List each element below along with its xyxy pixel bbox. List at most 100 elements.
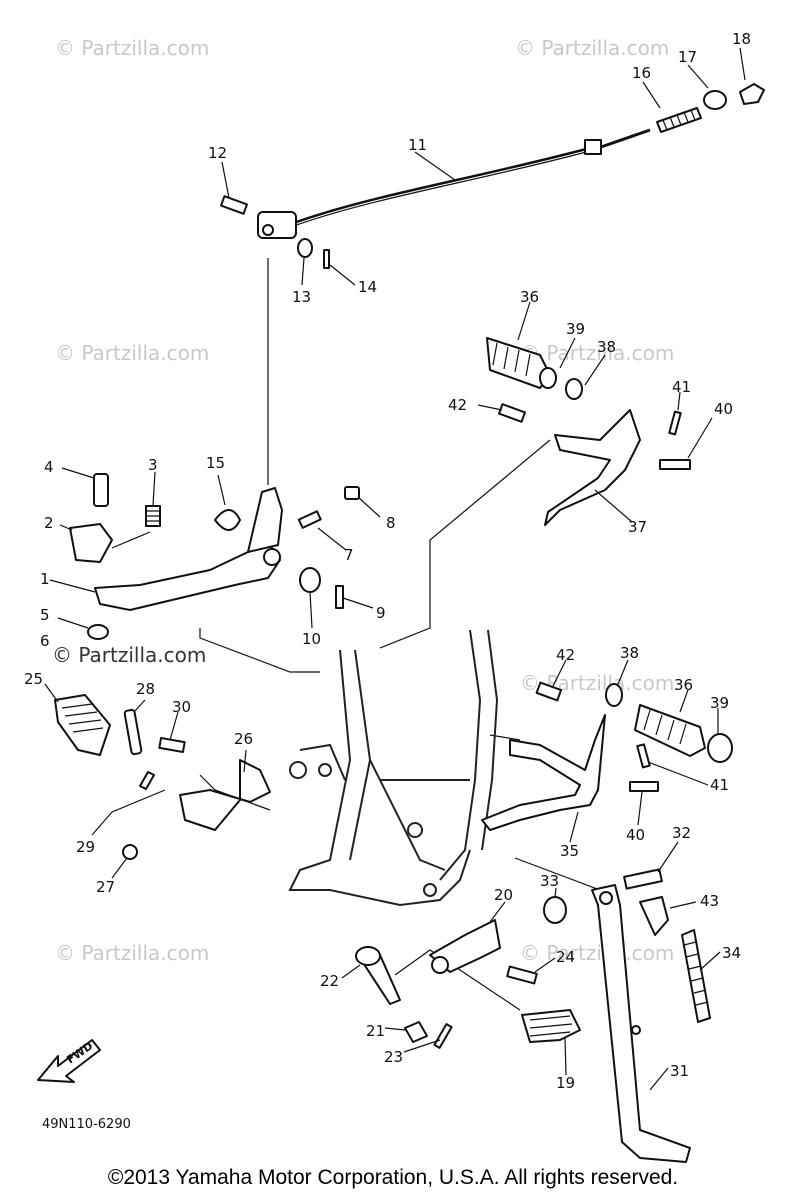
callout-21: 21 [366, 1022, 385, 1040]
frame-mount [318, 763, 332, 777]
brake-pedal-1 [94, 544, 281, 611]
drawing-code: 49N110-6290 [42, 1117, 131, 1132]
leader-line [649, 1067, 669, 1091]
footrest-19-teeth [529, 1015, 573, 1037]
callout-36: 36 [674, 676, 693, 694]
leader-line [594, 489, 633, 523]
guide-line [394, 949, 521, 1011]
leader-line [517, 301, 531, 341]
callout-17: 17 [678, 48, 697, 66]
leader-line [617, 659, 629, 685]
callout-33: 33 [540, 872, 559, 890]
callout-42: 42 [556, 646, 575, 664]
bolt-30 [158, 736, 186, 754]
leader-line [243, 749, 247, 773]
nut-8 [344, 486, 360, 500]
callout-1: 1 [40, 570, 50, 588]
watermark: © Partzilla.com [55, 36, 209, 60]
footpeg-pin-39 [707, 733, 733, 763]
callout-29: 29 [76, 838, 95, 856]
sidestand-pivot [599, 891, 613, 905]
leader-line [534, 957, 556, 973]
wing-nut-18 [739, 83, 765, 105]
leader-line [329, 264, 356, 286]
callout-34: 34 [722, 944, 741, 962]
leader-line [133, 699, 146, 713]
leader-line [739, 47, 746, 81]
callout-18: 18 [732, 30, 751, 48]
frame-tube [288, 649, 471, 907]
callout-43: 43 [700, 892, 719, 910]
footpeg-pin-39 [539, 367, 557, 389]
cable-joint-hole [262, 224, 274, 236]
leader-line [341, 964, 361, 979]
callout-40: 40 [626, 826, 645, 844]
bracket-pivot [431, 956, 449, 974]
leader-line [357, 496, 381, 518]
brake-cable-assembly [220, 83, 765, 269]
leader-line [477, 404, 503, 411]
spring-29 [139, 771, 155, 790]
leader-line [687, 417, 713, 459]
guide-line [199, 774, 271, 811]
fwd-arrow-icon [37, 1039, 101, 1083]
cotter-pin-9 [335, 585, 344, 609]
callout-41: 41 [710, 776, 729, 794]
watermark: © Partzilla.com [520, 941, 674, 965]
callout-16: 16 [632, 64, 651, 82]
sidestand-spring-hook [631, 1025, 641, 1035]
cable-adjuster [584, 139, 602, 155]
spring-21 [404, 1021, 428, 1043]
callout-36: 36 [520, 288, 539, 306]
leader-line [564, 1037, 567, 1076]
pin-28 [123, 708, 143, 756]
callout-20: 20 [494, 886, 513, 904]
callout-23: 23 [384, 1048, 403, 1066]
brake-cable-inner [287, 150, 591, 229]
callout-6: 6 [40, 632, 50, 650]
leader-line [317, 527, 347, 551]
bracket-37 [544, 409, 641, 526]
bolt-12 [220, 195, 248, 215]
leader-line [59, 524, 73, 531]
callout-19: 19 [556, 1074, 575, 1092]
rear-footrest-lower-group [481, 681, 733, 831]
watermark: © Partzilla.com [55, 941, 209, 965]
bolt-4 [93, 473, 109, 507]
left-footrest-group [54, 694, 271, 860]
spring-34 [681, 929, 711, 1023]
frame-tube [439, 629, 482, 881]
watermark: © Partzilla.com [515, 36, 669, 60]
washer-5 [87, 624, 109, 640]
guide-line [379, 439, 551, 649]
callout-39: 39 [710, 694, 729, 712]
watermark-dark: © Partzilla.com [52, 643, 206, 667]
callout-28: 28 [136, 680, 155, 698]
callout-42: 42 [448, 396, 467, 414]
leader-line [677, 391, 681, 411]
callout-9: 9 [376, 604, 386, 622]
frame-mount [289, 761, 307, 779]
callout-8: 8 [386, 514, 396, 532]
leader-line [91, 789, 166, 836]
bolt-40 [659, 459, 691, 470]
frame [288, 629, 499, 907]
callout-30: 30 [172, 698, 191, 716]
callout-14: 14 [358, 278, 377, 296]
callout-38: 38 [597, 338, 616, 356]
spring-34-coils [683, 941, 709, 1006]
leader-line [642, 81, 661, 109]
leader-line [699, 951, 721, 971]
clip-27 [122, 844, 138, 860]
washer-38 [605, 683, 623, 707]
frame-tube [349, 649, 372, 861]
brake-pedal-arm [247, 487, 283, 553]
guide-line [514, 857, 601, 891]
bolt-32 [623, 868, 663, 890]
brake-cable [287, 146, 591, 227]
callout-5: 5 [40, 606, 50, 624]
callout-4: 4 [44, 458, 54, 476]
plate-43 [639, 896, 669, 936]
leader-lines [44, 47, 746, 1091]
